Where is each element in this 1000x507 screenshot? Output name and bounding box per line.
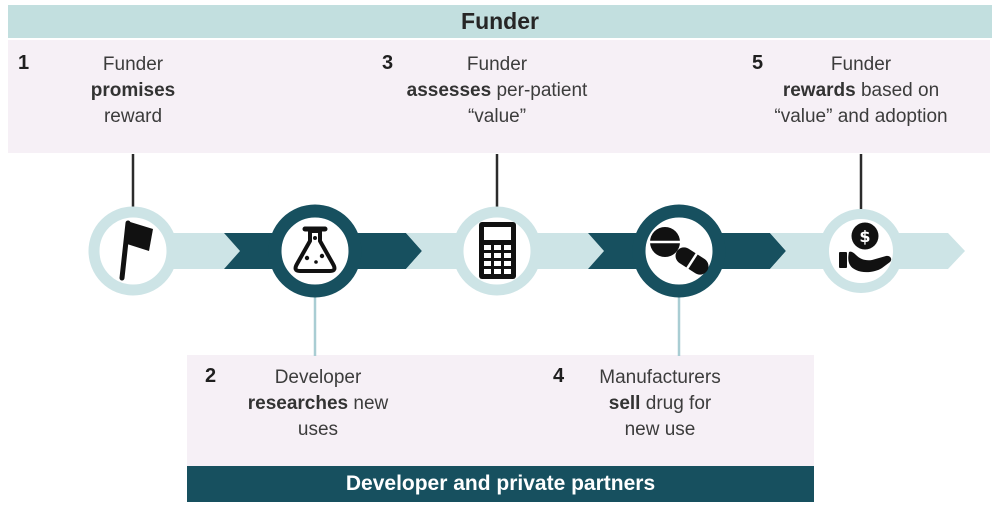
- funder-header-bar: Funder: [8, 5, 992, 38]
- developer-footer-bar: Developer and private partners: [187, 466, 814, 502]
- funder-panel: [8, 40, 990, 153]
- coin-dollar-symbol: $: [859, 227, 870, 246]
- flask-icon: [293, 226, 337, 273]
- flag-icon: [119, 220, 153, 281]
- coin-hand-icon: $: [839, 222, 892, 273]
- step-5-number: 5: [752, 52, 764, 74]
- step-4-number: 4: [553, 365, 565, 387]
- node-circle-5: [819, 209, 903, 293]
- step-3-number: 3: [382, 52, 394, 74]
- funder-header-label: Funder: [461, 8, 539, 34]
- developer-footer-label: Developer and private partners: [345, 472, 656, 495]
- step-2-number: 2: [205, 365, 217, 387]
- calculator-icon: [479, 222, 516, 279]
- step-1-number: 1: [18, 52, 30, 74]
- developer-panel: [187, 355, 814, 466]
- pills-icon: [650, 227, 709, 275]
